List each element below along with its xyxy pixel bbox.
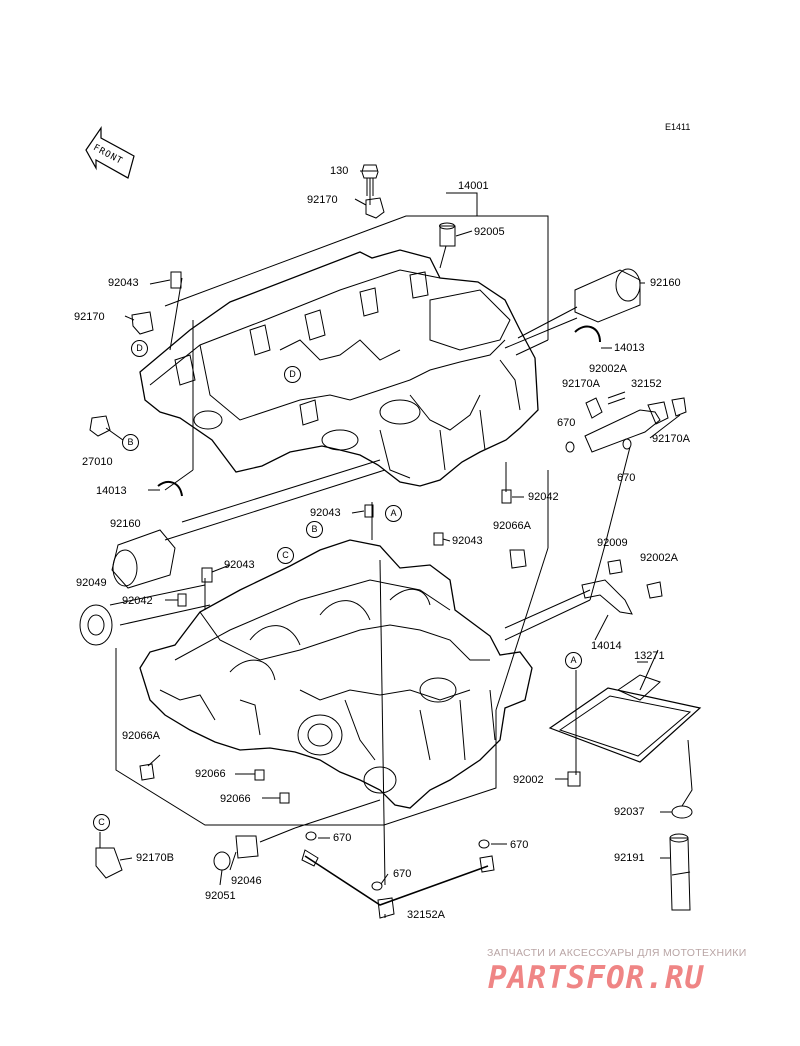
hose-92191 bbox=[669, 837, 691, 911]
part-label-92043-left2[interactable]: 92043 bbox=[224, 559, 255, 571]
callout-b-left: B bbox=[122, 434, 139, 451]
part-label-92191[interactable]: 92191 bbox=[614, 852, 645, 864]
shaft-92160-left bbox=[111, 529, 176, 589]
part-label-92170A-right[interactable]: 92170A bbox=[652, 433, 690, 445]
bracket-lower bbox=[115, 648, 497, 826]
front-arrow bbox=[85, 126, 135, 179]
part-label-92160-right[interactable]: 92160 bbox=[650, 277, 681, 289]
part-label-92043-lower[interactable]: 92043 bbox=[452, 535, 483, 547]
part-label-92170B[interactable]: 92170B bbox=[136, 852, 174, 864]
upper-crankcase bbox=[139, 249, 539, 487]
callout-a-mid: A bbox=[385, 505, 402, 522]
callout-c-mid: C bbox=[277, 547, 294, 564]
part-label-92046[interactable]: 92046 bbox=[231, 875, 262, 887]
clamp-92170B bbox=[95, 847, 123, 879]
callout-d-inner: D bbox=[284, 366, 301, 383]
bracket-14014 bbox=[581, 579, 633, 615]
part-label-92009[interactable]: 92009 bbox=[597, 537, 628, 549]
part-label-670-right[interactable]: 670 bbox=[557, 417, 576, 429]
watermark-logo: PARTSFOR.RU bbox=[488, 960, 705, 996]
dowel-92005 bbox=[439, 225, 456, 247]
part-label-92037[interactable]: 92037 bbox=[614, 806, 645, 818]
pipe-32152 bbox=[584, 409, 661, 453]
part-label-92002[interactable]: 92002 bbox=[513, 774, 544, 786]
bracket-14001 bbox=[446, 192, 549, 318]
part-label-32152[interactable]: 32152 bbox=[631, 378, 662, 390]
part-label-92043-top-left[interactable]: 92043 bbox=[108, 277, 139, 289]
part-label-13271[interactable]: 13271 bbox=[634, 650, 665, 662]
part-label-92049[interactable]: 92049 bbox=[76, 577, 107, 589]
shaft-92160-right bbox=[574, 269, 641, 323]
callout-d-left: D bbox=[131, 340, 148, 357]
bolt-130 bbox=[361, 164, 379, 179]
part-label-92066-a[interactable]: 92066 bbox=[195, 768, 226, 780]
pipe-32152A bbox=[304, 855, 489, 906]
callout-a-right: A bbox=[565, 652, 582, 669]
part-label-92005[interactable]: 92005 bbox=[474, 226, 505, 238]
diagram-code: E1411 bbox=[665, 122, 691, 132]
part-label-32152A[interactable]: 32152A bbox=[407, 909, 445, 921]
callout-b-mid: B bbox=[306, 521, 323, 538]
part-label-92066-b[interactable]: 92066 bbox=[220, 793, 251, 805]
part-label-670-a[interactable]: 670 bbox=[333, 832, 352, 844]
part-label-14013-left[interactable]: 14013 bbox=[96, 485, 127, 497]
clamp-92170-top bbox=[365, 197, 385, 219]
part-label-92002A-top[interactable]: 92002A bbox=[589, 363, 627, 375]
part-label-92051[interactable]: 92051 bbox=[205, 890, 236, 902]
part-label-670-right2[interactable]: 670 bbox=[617, 472, 636, 484]
watermark-tagline: ЗАПЧАСТИ И АКСЕССУАРЫ ДЛЯ МОТОТЕХНИКИ bbox=[487, 947, 747, 959]
callout-c-left: C bbox=[93, 814, 110, 831]
part-label-92160-left[interactable]: 92160 bbox=[110, 518, 141, 530]
part-label-92170-top[interactable]: 92170 bbox=[307, 194, 338, 206]
part-label-92170A-mid[interactable]: 92170A bbox=[562, 378, 600, 390]
part-label-92066A-right[interactable]: 92066A bbox=[493, 520, 531, 532]
plug-27010 bbox=[89, 415, 111, 437]
part-label-130[interactable]: 130 bbox=[330, 165, 349, 177]
part-label-92042-upper[interactable]: 92042 bbox=[528, 491, 559, 503]
part-label-27010[interactable]: 27010 bbox=[82, 456, 113, 468]
part-label-14013-right[interactable]: 14013 bbox=[614, 342, 645, 354]
seal-92049 bbox=[79, 604, 113, 646]
part-label-92043-mid[interactable]: 92043 bbox=[310, 507, 341, 519]
part-label-92042-lower[interactable]: 92042 bbox=[122, 595, 153, 607]
lower-crankcase bbox=[139, 539, 533, 809]
plate-13271 bbox=[548, 687, 702, 763]
part-label-670-c[interactable]: 670 bbox=[393, 868, 412, 880]
part-label-92066A-left[interactable]: 92066A bbox=[122, 730, 160, 742]
part-label-670-b[interactable]: 670 bbox=[510, 839, 529, 851]
part-label-14014[interactable]: 14014 bbox=[591, 640, 622, 652]
part-label-14001[interactable]: 14001 bbox=[458, 180, 489, 192]
part-label-92002A-right[interactable]: 92002A bbox=[640, 552, 678, 564]
part-label-92170-left[interactable]: 92170 bbox=[74, 311, 105, 323]
